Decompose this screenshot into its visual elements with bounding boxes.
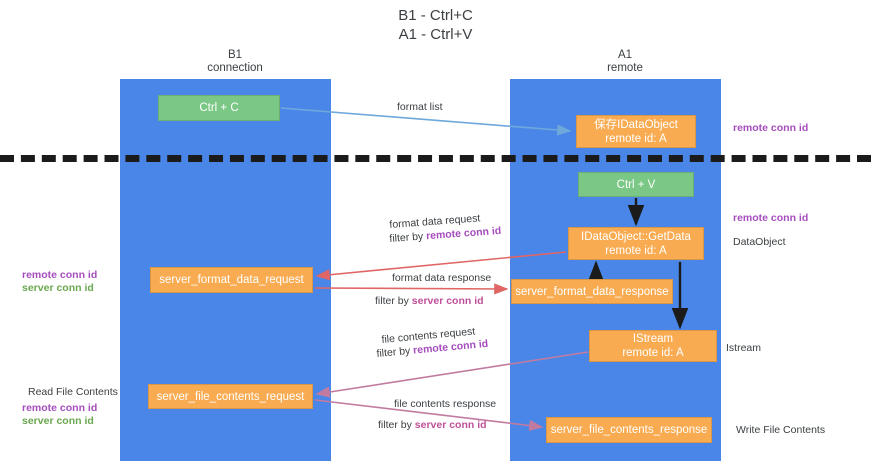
ctrl-c-ctrl-v-divider xyxy=(0,155,871,162)
remote-conn-id-text: remote conn id xyxy=(22,269,98,281)
node-idataobject[interactable]: 保存IDataObject remote id: A xyxy=(576,115,696,148)
column-header-b1: B1 connection xyxy=(207,49,263,74)
annotation-right-remote-conn-id-top: remote conn id xyxy=(733,122,809,134)
remote-conn-id-text: remote conn id xyxy=(22,402,98,414)
node-idataobject-getdata[interactable]: IDataObject::GetData remote id: A xyxy=(568,227,704,260)
server-conn-id-text: server conn id xyxy=(22,282,94,294)
filter-key: server conn id xyxy=(414,419,487,431)
filter-prefix: filter by xyxy=(376,344,414,360)
node-ctrl-v[interactable]: Ctrl + V xyxy=(578,172,694,197)
edge-label-format-list: format list xyxy=(397,101,443,113)
node-server-file-contents-request[interactable]: server_file_contents_request xyxy=(148,384,313,409)
annotation-right-istream: Istream xyxy=(726,342,762,354)
filter-prefix: filter by xyxy=(378,419,415,431)
filter-prefix: filter by xyxy=(389,230,427,245)
edge-label-format-data-response-filter: filter by server conn id xyxy=(375,295,484,308)
annotation-right-remote-conn-id-mid: remote conn id xyxy=(733,212,809,224)
node-ctrl-c[interactable]: Ctrl + C xyxy=(158,95,280,121)
filter-key: server conn id xyxy=(411,295,484,307)
node-server-format-data-response[interactable]: server_format_data_response xyxy=(511,279,673,304)
node-server-file-contents-response[interactable]: server_file_contents_response xyxy=(546,417,712,443)
node-istream[interactable]: IStream remote id: A xyxy=(589,330,717,362)
annotation-left-read-file-contents: Read File Contents xyxy=(28,386,118,398)
edge-label-format-data-response: format data response xyxy=(392,272,492,284)
edge-label-file-contents-response: file contents response xyxy=(394,398,497,410)
page-title: B1 - Ctrl+C A1 - Ctrl+V xyxy=(398,7,473,43)
annotation-right-write-file-contents: Write File Contents xyxy=(736,424,826,436)
edge-format-data-response xyxy=(314,283,509,295)
annotation-right-dataobject: DataObject xyxy=(733,236,786,248)
server-conn-id-text: server conn id xyxy=(22,415,94,427)
filter-prefix: filter by xyxy=(375,295,412,307)
node-server-format-data-request[interactable]: server_format_data_request xyxy=(150,267,313,293)
column-header-a1: A1 remote xyxy=(607,49,643,74)
edge-label-file-contents-response-filter: filter by server conn id xyxy=(378,419,487,432)
